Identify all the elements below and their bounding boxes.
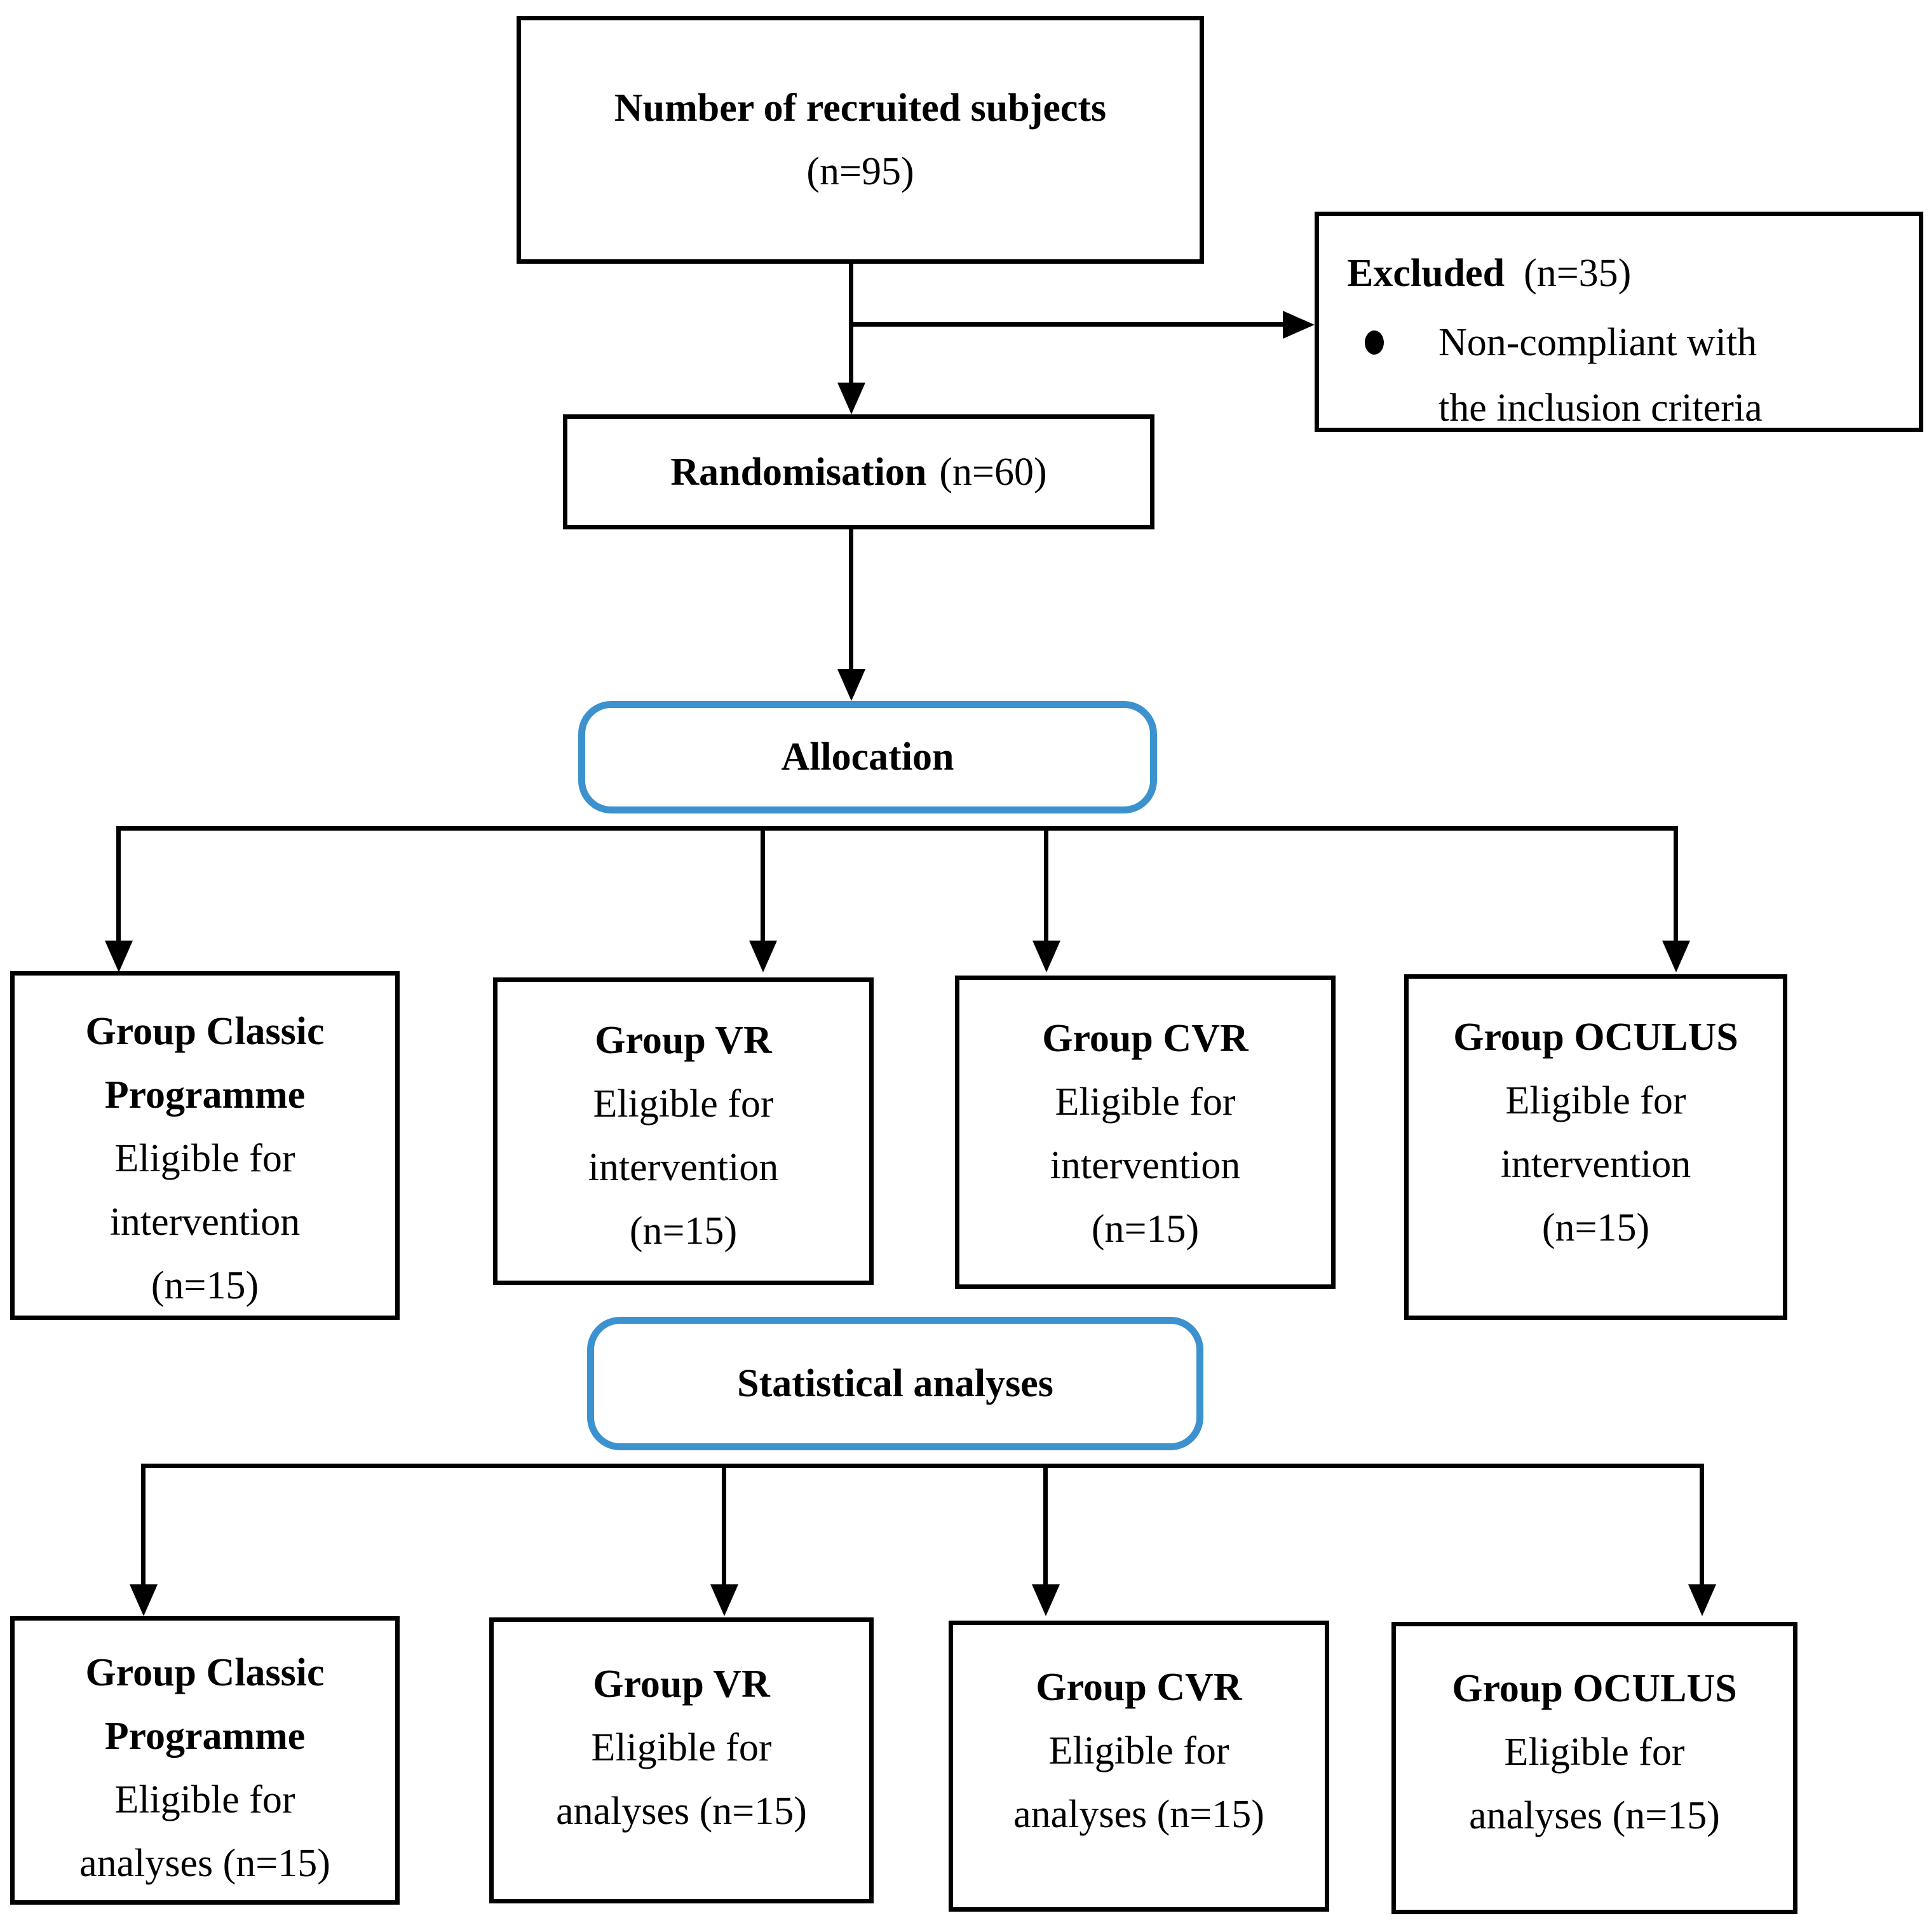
arrowhead-to-group-vr-analyses	[710, 1584, 738, 1616]
drop-line-1	[116, 826, 121, 941]
excluded-reason-text: Non-compliant with the inclusion criteri…	[1438, 321, 1763, 430]
excluded-title-line: Excluded (n=35)	[1347, 242, 1631, 305]
arrowhead-to-randomisation	[837, 383, 865, 414]
group-oculus-analyses-box: Group OCULUS Eligible for analyses (n=15…	[1391, 1622, 1797, 1914]
recruited-subjects-box: Number of recruited subjects (n=95)	[517, 16, 1204, 264]
group-body-line: (n=15)	[629, 1209, 738, 1253]
analyses-distributor-line	[141, 1464, 1704, 1468]
statistical-analyses-label: Statistical analyses	[737, 1361, 1053, 1405]
drop-line-5	[141, 1464, 146, 1584]
group-vr-analyses-box: Group VR Eligible for analyses (n=15)	[489, 1617, 874, 1903]
group-name-line: Group Classic	[85, 1010, 325, 1053]
bullet-icon	[1365, 330, 1384, 355]
group-oculus-intervention-box: Group OCULUS Eligible for intervention (…	[1404, 974, 1787, 1320]
randomisation-box: Randomisation (n=60)	[563, 414, 1154, 529]
arrowhead-to-group-vr-intervention	[749, 941, 777, 972]
drop-line-4	[1674, 826, 1678, 941]
arrowhead-to-excluded	[1283, 311, 1315, 339]
connector-randomisation-to-allocation-line	[849, 529, 853, 669]
group-body-line: (n=15)	[1091, 1208, 1200, 1251]
allocation-distributor-line	[116, 826, 1678, 831]
group-name-line: Programme	[104, 1715, 306, 1758]
drop-line-3	[1044, 826, 1048, 941]
group-name-line: Group Classic	[85, 1651, 325, 1694]
excluded-reason-row: Non-compliant with the inclusion criteri…	[1319, 310, 1801, 441]
arrowhead-to-group-classic-analyses	[130, 1584, 158, 1616]
arrowhead-to-group-cvr-intervention	[1032, 941, 1060, 972]
group-body-line: Eligible for	[114, 1137, 295, 1180]
group-body-line: Eligible for	[1055, 1080, 1236, 1124]
group-name-line: Group OCULUS	[1453, 1016, 1738, 1059]
excluded-title: Excluded	[1347, 252, 1505, 295]
group-body-line: (n=15)	[1541, 1206, 1650, 1249]
group-name-line: Programme	[104, 1073, 306, 1117]
group-body-line: intervention	[1050, 1144, 1241, 1187]
group-name-line: Group CVR	[1036, 1666, 1242, 1709]
group-body-line: Eligible for	[593, 1082, 774, 1126]
group-body-line: intervention	[588, 1146, 779, 1189]
group-body-line: analyses (n=15)	[1013, 1793, 1264, 1836]
excluded-box: Excluded (n=35) Non-compliant with the in…	[1315, 212, 1923, 432]
group-body-line: Eligible for	[591, 1726, 772, 1769]
group-cvr-intervention-box: Group CVR Eligible for intervention (n=1…	[955, 976, 1336, 1289]
randomisation-label: Randomisation (n=60)	[670, 440, 1046, 504]
group-classic-intervention-box: Group Classic Programme Eligible for int…	[10, 971, 400, 1320]
group-classic-analyses-box: Group Classic Programme Eligible for ana…	[10, 1616, 400, 1905]
group-body-line: analyses (n=15)	[1469, 1794, 1720, 1837]
drop-line-6	[722, 1464, 726, 1584]
group-vr-intervention-box: Group VR Eligible for intervention (n=15…	[493, 977, 874, 1285]
group-name-line: Group CVR	[1042, 1017, 1249, 1060]
arrowhead-to-allocation	[837, 669, 865, 701]
connector-to-excluded-line	[851, 322, 1283, 327]
group-body-line: intervention	[1500, 1143, 1691, 1186]
group-body-line: Eligible for	[1505, 1079, 1686, 1122]
group-name-line: Group VR	[595, 1019, 772, 1062]
group-cvr-analyses-box: Group CVR Eligible for analyses (n=15)	[949, 1621, 1329, 1912]
group-body-line: intervention	[109, 1201, 301, 1244]
group-name-line: Group VR	[593, 1663, 770, 1706]
group-name-line: Group OCULUS	[1452, 1667, 1737, 1710]
allocation-stage-box: Allocation	[578, 701, 1157, 813]
group-body-line: Eligible for	[1504, 1731, 1685, 1774]
arrowhead-to-group-cvr-analyses	[1032, 1584, 1060, 1616]
allocation-label: Allocation	[781, 735, 954, 779]
statistical-analyses-stage-box: Statistical analyses	[587, 1317, 1203, 1450]
excluded-count: (n=35)	[1524, 252, 1632, 295]
recruited-subjects-title: Number of recruited subjects	[614, 86, 1107, 130]
group-body-line: Eligible for	[114, 1778, 295, 1821]
drop-line-2	[761, 826, 765, 941]
recruited-subjects-count: (n=95)	[806, 150, 914, 193]
group-body-line: analyses (n=15)	[556, 1790, 807, 1833]
group-body-line: (n=15)	[151, 1264, 259, 1307]
drop-line-8	[1700, 1464, 1704, 1584]
group-body-line: Eligible for	[1048, 1729, 1229, 1772]
arrowhead-to-group-oculus-intervention	[1662, 941, 1690, 972]
randomisation-count: (n=60)	[939, 450, 1047, 494]
arrowhead-to-group-classic-intervention	[105, 941, 133, 972]
arrowhead-to-group-oculus-analyses	[1688, 1584, 1716, 1616]
drop-line-7	[1043, 1464, 1048, 1584]
randomisation-title: Randomisation	[670, 450, 927, 494]
group-body-line: analyses (n=15)	[79, 1842, 330, 1885]
